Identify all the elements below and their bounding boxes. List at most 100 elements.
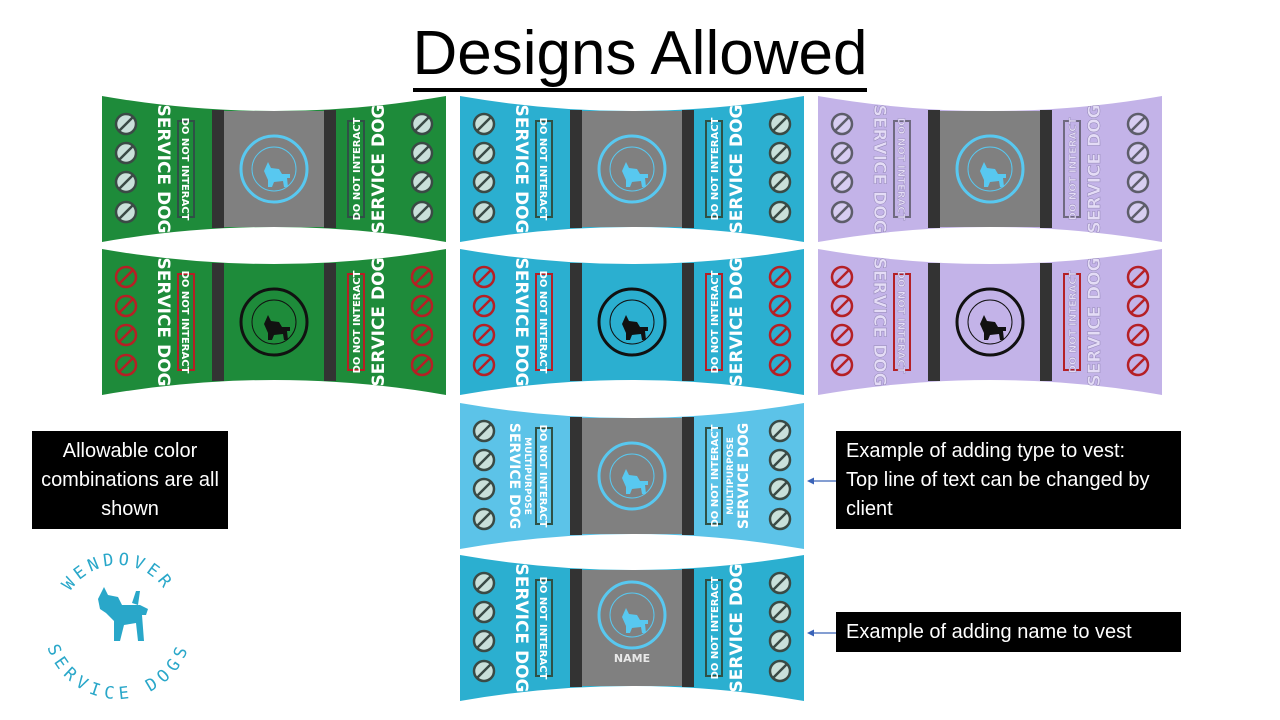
vest-no-icon — [114, 265, 138, 289]
do-not-interact-text: DO NOT INTERACT — [895, 118, 906, 221]
do-not-interact-text: DO NOT INTERACT — [710, 576, 721, 679]
vest-no-icon — [410, 141, 434, 165]
no-icon-ring — [410, 294, 434, 318]
slide-title: Designs Allowed — [0, 18, 1280, 92]
no-icon-slash — [476, 327, 492, 343]
vest-name-text: NAME — [614, 652, 650, 665]
vest-no-icon — [410, 294, 434, 318]
do-not-interact-box — [705, 427, 723, 525]
vest-badge — [597, 287, 667, 357]
vest-strap-right — [682, 569, 694, 687]
vest-no-icon — [768, 294, 792, 318]
do-not-interact-box — [1063, 273, 1081, 371]
do-not-interact-box — [705, 120, 723, 218]
service-dog-text: SERVICE DOG — [727, 258, 747, 387]
vest-no-icon — [114, 323, 138, 347]
service-dog-text: SERVICE DOG — [511, 564, 531, 693]
vest-no-icon — [768, 323, 792, 347]
vest-badge — [239, 287, 309, 357]
no-icon-slash — [834, 174, 850, 190]
no-icon-slash — [772, 423, 788, 439]
no-icon-ring — [1126, 294, 1150, 318]
service-dog-text: SERVICE DOG — [736, 423, 752, 529]
vest-no-icon — [410, 170, 434, 194]
vest-strap-right — [682, 110, 694, 228]
vest-no-icon — [472, 659, 496, 683]
no-icon-slash — [772, 604, 788, 620]
badge-dog-icon — [622, 315, 648, 340]
no-icon-slash — [118, 204, 134, 220]
service-dog-text: SERVICE DOG — [369, 105, 389, 234]
wendover-logo: WENDOVER SERVICE DOGS — [42, 550, 190, 705]
vest-no-icon — [830, 353, 854, 377]
vest-no-icon — [114, 294, 138, 318]
no-icon-slash — [1130, 269, 1146, 285]
do-not-interact-text: DO NOT INTERACT — [179, 118, 190, 221]
no-icon-slash — [476, 174, 492, 190]
badge-inner-ring — [251, 299, 297, 345]
badge-ring — [239, 134, 309, 204]
no-icon-slash — [476, 575, 492, 591]
service-dog-text: SERVICE DOG — [869, 258, 889, 387]
no-icon-slash — [476, 145, 492, 161]
vest-no-icon — [410, 265, 434, 289]
note-adding-type: Example of adding type to vest: Top line… — [836, 431, 1181, 529]
vest-no-icon — [768, 659, 792, 683]
no-icon-slash — [476, 452, 492, 468]
vest-no-icon — [472, 141, 496, 165]
badge-inner-ring — [609, 299, 655, 345]
vest-no-icon — [472, 170, 496, 194]
vest-strap-left — [212, 110, 224, 228]
no-icon-slash — [772, 145, 788, 161]
vest-no-icon — [472, 353, 496, 377]
no-icon-slash — [476, 357, 492, 373]
vest-badge — [597, 580, 667, 650]
service-dog-text: SERVICE DOG — [1085, 105, 1105, 234]
badge-inner-ring — [967, 299, 1013, 345]
vest-no-icon — [472, 265, 496, 289]
do-not-interact-box — [347, 273, 365, 371]
vest-strap-right — [324, 263, 336, 381]
vest-badge — [955, 287, 1025, 357]
vest-no-icon — [472, 294, 496, 318]
do-not-interact-text: DO NOT INTERACT — [895, 271, 906, 374]
no-icon-slash — [834, 357, 850, 373]
no-icon-slash — [414, 269, 430, 285]
vest-no-icon — [830, 200, 854, 224]
badge-ring — [955, 134, 1025, 204]
no-icon-ring — [410, 265, 434, 289]
vest-no-icon — [768, 629, 792, 653]
vest-no-icon — [472, 629, 496, 653]
vest-no-icon — [410, 112, 434, 136]
vest-no-icon — [472, 507, 496, 531]
note-color-combinations: Allowable color combinations are all sho… — [32, 431, 228, 529]
vest-no-icon — [768, 419, 792, 443]
badge-ring — [597, 287, 667, 357]
no-icon-ring — [114, 353, 138, 377]
service-dog-text: SERVICE DOG — [727, 105, 747, 234]
vest-no-icon — [410, 200, 434, 224]
badge-ring — [597, 134, 667, 204]
do-not-interact-box — [535, 579, 553, 677]
logo-bottom-text: SERVICE DOGS — [42, 641, 193, 704]
no-icon-slash — [834, 116, 850, 132]
vest-no-icon — [830, 170, 854, 194]
no-icon-ring — [114, 323, 138, 347]
no-icon-slash — [1130, 145, 1146, 161]
vest-strap-left — [570, 110, 582, 228]
do-not-interact-box — [177, 273, 195, 371]
badge-ring — [597, 441, 667, 511]
no-icon-ring — [768, 265, 792, 289]
no-icon-slash — [1130, 327, 1146, 343]
do-not-interact-text: DO NOT INTERACT — [352, 117, 363, 220]
no-icon-slash — [772, 511, 788, 527]
vest-no-icon — [472, 448, 496, 472]
vest-no-icon — [830, 294, 854, 318]
